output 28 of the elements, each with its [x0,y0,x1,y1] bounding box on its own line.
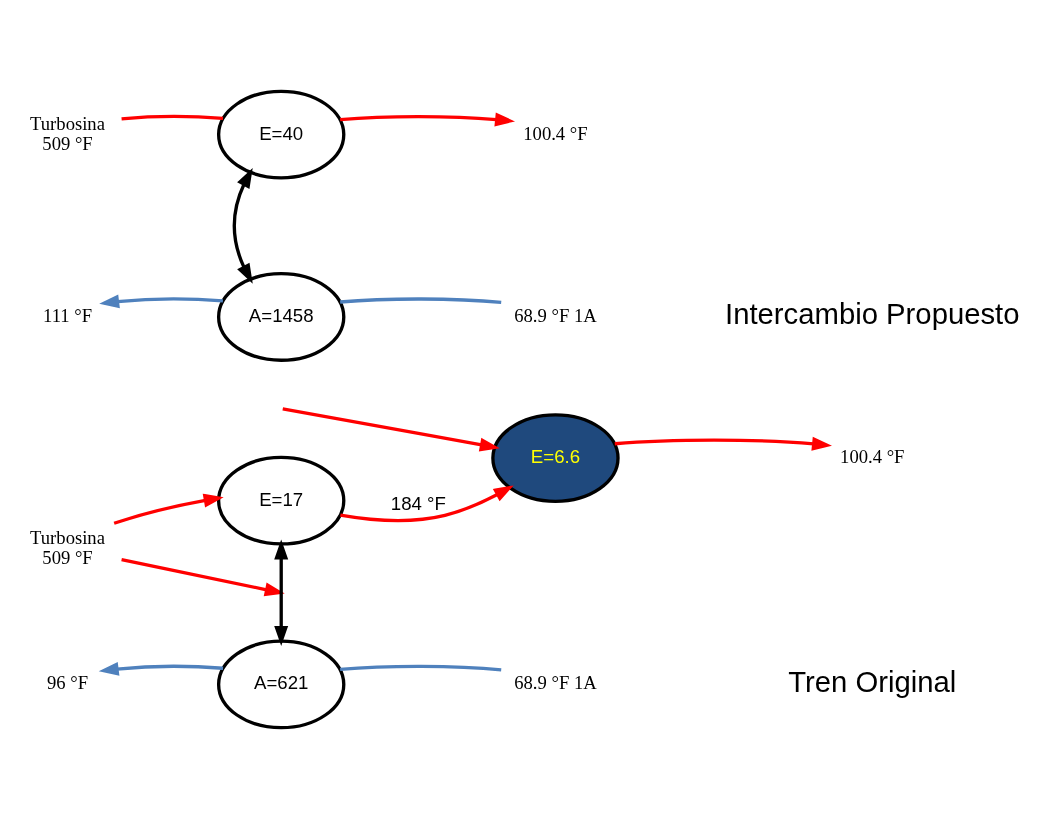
node-text: Turbosina 509 °F [30,526,105,568]
arrow [113,493,224,525]
node-ellipse: A=621 [216,639,346,730]
node-text: Turbosina 509 °F [30,112,105,154]
arrow [274,539,289,646]
arrow [98,661,224,676]
connector [340,664,502,672]
connector [340,297,502,305]
arrow [121,557,285,597]
node-text: 96 °F [46,672,89,694]
node-ellipse: E=40 [216,89,346,180]
node-ellipse: E=17 [216,455,346,546]
node-text: 100.4 °F [840,446,905,468]
edge-label: 184 °F [390,493,446,515]
node-text: 111 °F [43,304,93,326]
node-text: 100.4 °F [523,122,588,144]
label: Tren Original [788,664,957,698]
arrow [340,485,514,523]
arrow [614,436,832,451]
arrow [340,112,516,127]
node-text: 68.9 °F 1A [514,304,597,326]
arrow [282,407,500,452]
connector [121,114,224,121]
label: Intercambio Propuesto [725,297,1020,331]
node-text: 68.9 °F 1A [514,672,597,694]
arrow [99,294,224,309]
arrow [232,168,253,284]
node-ellipse: A=1458 [216,272,346,362]
